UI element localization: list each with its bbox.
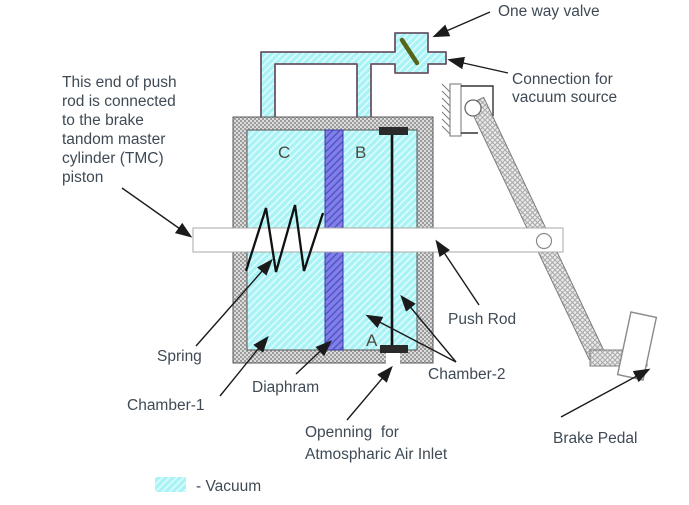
svg-text:cylinder (TMC): cylinder (TMC) (62, 150, 164, 167)
svg-text:tandom master: tandom master (62, 131, 165, 148)
arrow-vacuum-source (447, 56, 509, 74)
label-chamber-b: B (355, 143, 366, 162)
svg-text:piston: piston (62, 169, 103, 186)
label-chamber-a: A (366, 331, 378, 350)
legend-swatch (155, 477, 186, 492)
arrow-chamber-2-b (400, 294, 457, 363)
label-air-inlet-1: Openning for (305, 424, 399, 441)
valve-plate-cap-top (379, 127, 408, 135)
arrow-brake-pedal (560, 368, 651, 418)
label-brake-pedal: Brake Pedal (553, 430, 637, 447)
label-chamber-1: Chamber-1 (127, 397, 205, 414)
svg-text:This end of push: This end of push (62, 74, 177, 91)
arrow-spring (195, 258, 273, 347)
svg-text:rod is connected: rod is connected (62, 93, 176, 110)
label-vacuum-connection-1: Connection for (512, 71, 613, 88)
one-way-valve-flap (399, 37, 420, 66)
legend-label: - Vacuum (196, 478, 261, 495)
push-rod (192, 227, 564, 253)
label-tmc-note: This end of push rod is connected to the… (62, 74, 177, 186)
air-inlet-opening (386, 350, 400, 364)
wall-mount (441, 83, 494, 137)
arrow-air-inlet (346, 365, 393, 421)
label-spring: Spring (157, 348, 202, 365)
annotation-arrows (121, 11, 651, 421)
vacuum-tube (260, 32, 447, 130)
arrow-chamber-2-a (365, 314, 457, 363)
label-chamber-2: Chamber-2 (428, 366, 506, 383)
svg-text:to the brake: to the brake (62, 112, 144, 129)
push-rod-pin (535, 232, 553, 250)
wall-hatch (441, 83, 451, 135)
pivot-bracket (461, 85, 494, 134)
arrow-tmc-note (121, 187, 193, 238)
arrow-diaphragm (295, 340, 333, 375)
label-vacuum-connection-2: vacuum source (512, 89, 617, 106)
arrow-one-way-valve (432, 11, 491, 38)
valve-plate-cap-bottom (380, 345, 408, 353)
lever-pivot-pin (464, 99, 482, 117)
brake-pedal-pad (616, 311, 658, 381)
label-push-rod: Push Rod (448, 311, 516, 328)
label-air-inlet-2: Atmospharic Air Inlet (305, 446, 448, 463)
label-diaphragm: Diaphram (252, 379, 319, 396)
label-chamber-c: C (278, 143, 290, 162)
spring (244, 204, 325, 273)
arrow-push-rod (435, 239, 480, 306)
arrow-chamber-1 (219, 335, 269, 397)
label-one-way-valve: One way valve (498, 3, 600, 20)
